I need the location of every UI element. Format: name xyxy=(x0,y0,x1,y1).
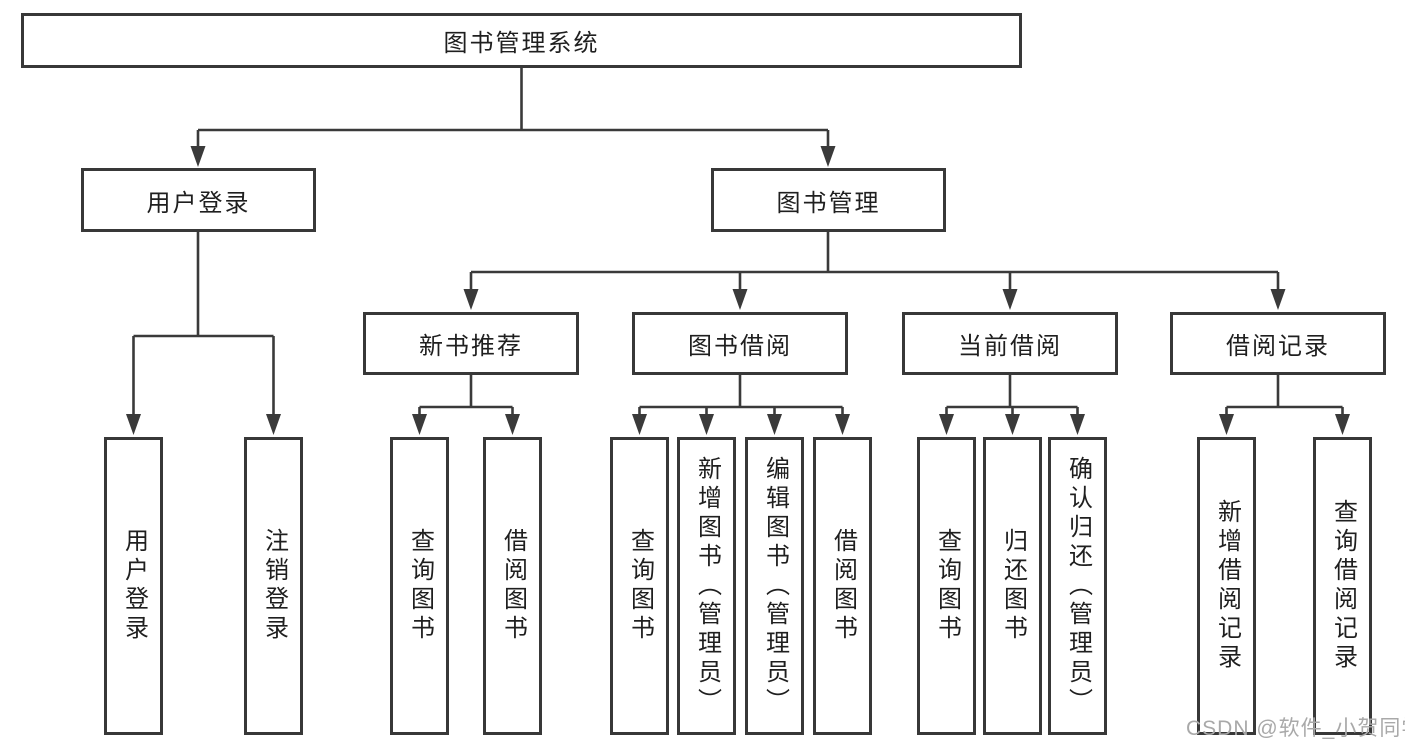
arrowhead xyxy=(1335,414,1350,435)
arrowhead xyxy=(505,414,520,435)
node-current-borrow: 当前借阅 xyxy=(902,312,1118,375)
leaf-user-login: 用户登录 xyxy=(104,437,163,735)
node-new-book-recommend: 新书推荐 xyxy=(363,312,579,375)
arrowhead xyxy=(699,414,714,435)
leaf-borrow-edit-books-admin: 编辑图书（管理员） xyxy=(745,437,804,735)
arrowheads xyxy=(126,146,1350,435)
leaf-borrow-borrow-books: 借阅图书 xyxy=(813,437,872,735)
node-borrow-records: 借阅记录 xyxy=(1170,312,1386,375)
arrowhead xyxy=(835,414,850,435)
node-library-management-system: 图书管理系统 xyxy=(21,13,1022,68)
csdn-watermark: CSDN @软件_小贺同学 xyxy=(1186,717,1405,740)
arrowhead xyxy=(126,414,141,435)
arrowhead xyxy=(820,146,836,167)
arrowhead xyxy=(632,414,647,435)
leaf-current-confirm-return-admin: 确认归还（管理员） xyxy=(1048,437,1107,735)
arrowhead xyxy=(939,414,954,435)
arrowhead xyxy=(1270,289,1286,310)
leaf-logout: 注销登录 xyxy=(244,437,303,735)
arrowhead xyxy=(767,414,782,435)
arrowhead xyxy=(190,146,206,167)
leaf-borrow-query-books: 查询图书 xyxy=(610,437,669,735)
arrowhead xyxy=(463,289,479,310)
node-user-login: 用户登录 xyxy=(81,168,316,232)
arrowhead xyxy=(1070,414,1085,435)
leaf-current-return-books: 归还图书 xyxy=(983,437,1042,735)
arrowhead xyxy=(1005,414,1020,435)
leaf-records-add-record: 新增借阅记录 xyxy=(1197,437,1256,735)
node-book-management: 图书管理 xyxy=(711,168,946,232)
arrowhead xyxy=(1219,414,1234,435)
leaf-current-query-books: 查询图书 xyxy=(917,437,976,735)
leaf-recommend-borrow-books: 借阅图书 xyxy=(483,437,542,735)
node-book-borrow: 图书借阅 xyxy=(632,312,848,375)
arrowhead xyxy=(1002,289,1018,310)
arrowhead xyxy=(732,289,748,310)
arrowhead xyxy=(266,414,281,435)
arrowhead xyxy=(412,414,427,435)
connector-lines xyxy=(132,68,1344,415)
leaf-records-query-record: 查询借阅记录 xyxy=(1313,437,1372,735)
leaf-recommend-query-books: 查询图书 xyxy=(390,437,449,735)
leaf-borrow-add-books-admin: 新增图书（管理员） xyxy=(677,437,736,735)
